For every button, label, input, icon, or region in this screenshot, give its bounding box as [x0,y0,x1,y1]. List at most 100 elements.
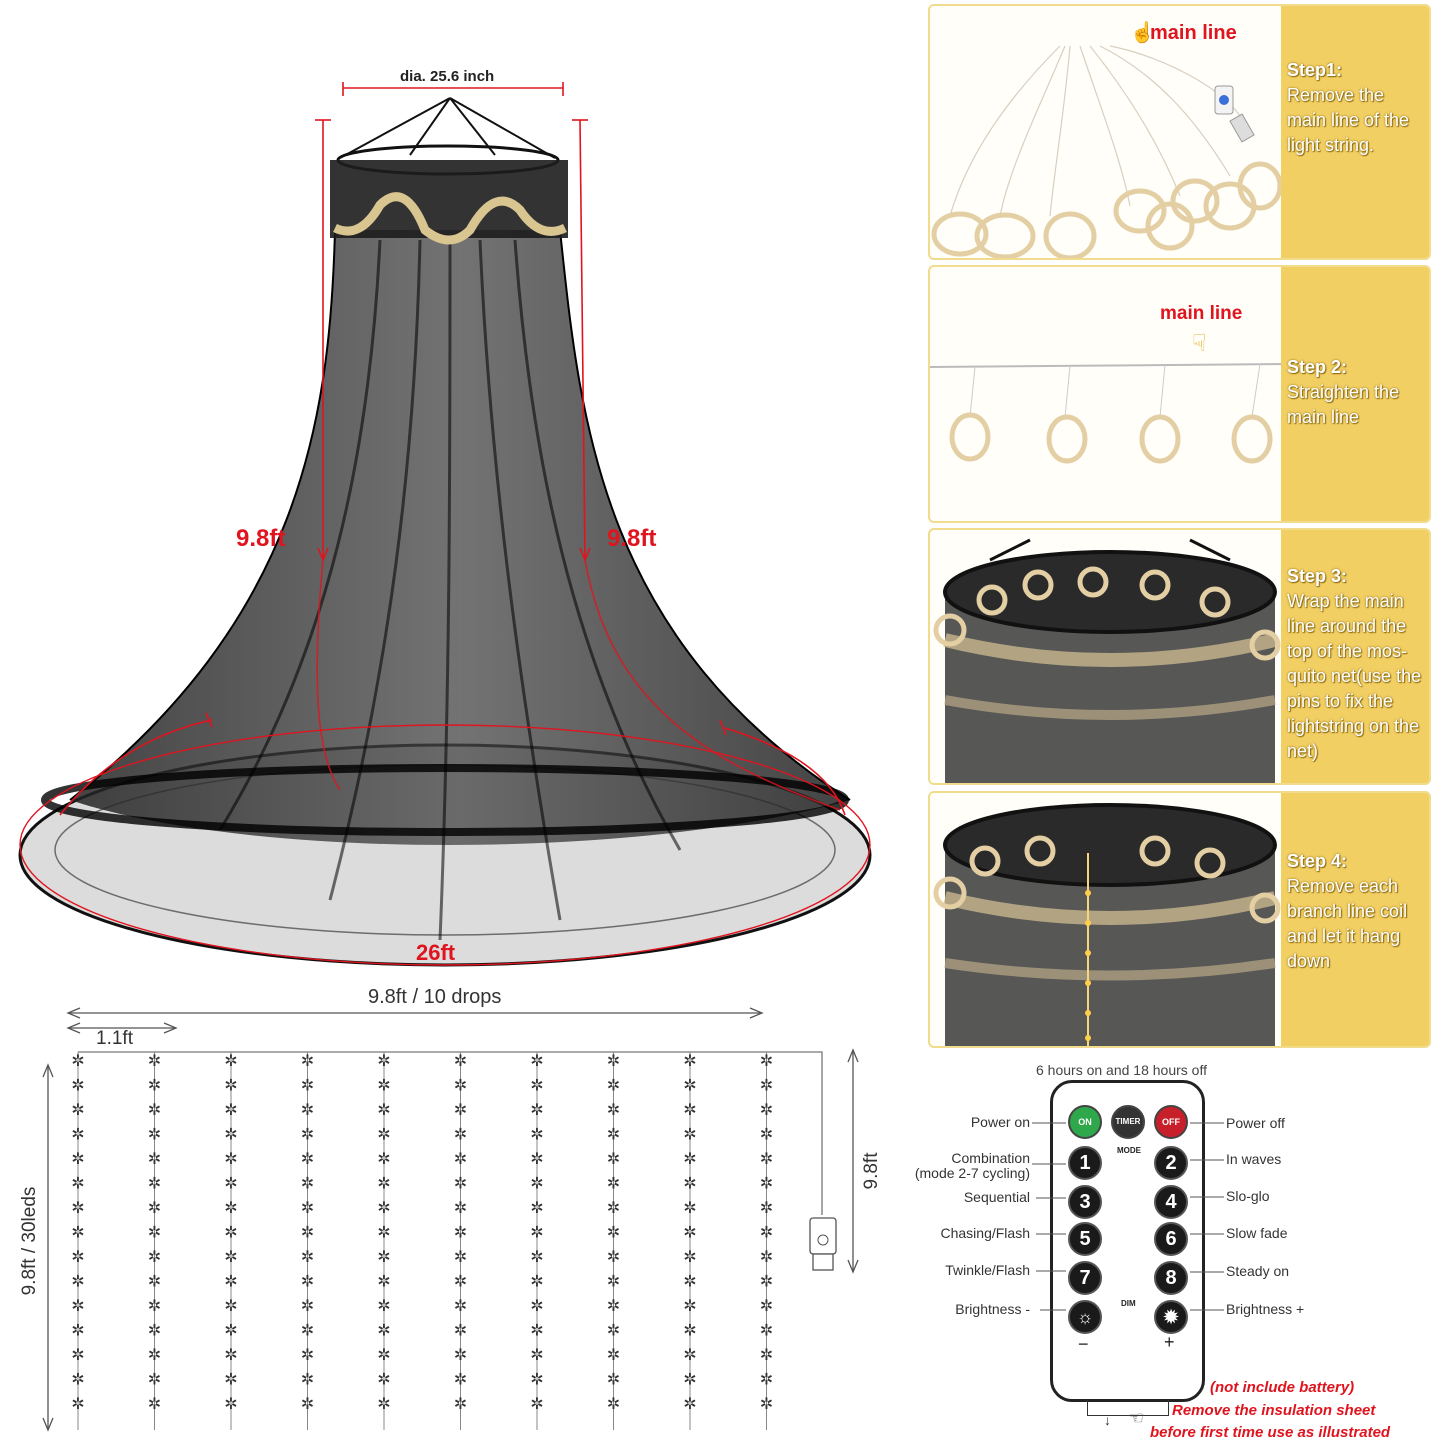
led-star-icon: ✲ [148,1225,161,1242]
mode-2-button[interactable]: 2 [1154,1146,1188,1180]
timer-button[interactable]: TIMER [1111,1105,1145,1139]
led-star-icon: ✲ [377,1151,390,1168]
step-4-description: Remove each branch line coil and let it … [1287,876,1408,971]
hanging-lines-image [933,803,1281,1046]
step-2-text: Step 2:Straighten the main line [1287,355,1425,430]
battery-note: (not include battery) [1210,1379,1355,1396]
led-star-icon: ✲ [454,1298,467,1315]
led-star-icon: ✲ [71,1078,84,1095]
led-star-icon: ✲ [148,1249,161,1266]
power-on-button[interactable]: ON [1068,1105,1102,1139]
led-star-icon: ✲ [71,1323,84,1340]
label-slo-glo: Slo-glo [1226,1188,1270,1204]
canopy-illustration [18,82,872,967]
mode-4-button[interactable]: 4 [1154,1185,1188,1219]
led-star-icon: ✲ [454,1347,467,1364]
canopy-diameter-label: dia. 25.6 inch [400,68,495,85]
led-star-icon: ✲ [301,1323,314,1340]
led-star-icon: ✲ [683,1396,696,1413]
led-star-icon: ✲ [683,1347,696,1364]
led-star-icon: ✲ [760,1225,773,1242]
led-star-icon: ✲ [71,1127,84,1144]
led-star-icon: ✲ [224,1176,237,1193]
led-star-icon: ✲ [683,1274,696,1291]
brightness-down-button[interactable]: ☼ [1068,1300,1102,1334]
led-star-icon: ✲ [454,1274,467,1291]
mode-7-button[interactable]: 7 [1068,1261,1102,1295]
led-star-icon: ✲ [683,1225,696,1242]
led-star-icon: ✲ [301,1151,314,1168]
led-star-icon: ✲ [224,1323,237,1340]
led-star-icon: ✲ [71,1102,84,1119]
led-star-icon: ✲ [760,1396,773,1413]
led-star-icon: ✲ [148,1127,161,1144]
led-star-icon: ✲ [71,1225,84,1242]
power-off-button[interactable]: OFF [1154,1105,1188,1139]
minus-sign: − [1078,1334,1089,1354]
led-star-icon: ✲ [607,1372,620,1389]
mode-8-button[interactable]: 8 [1154,1261,1188,1295]
led-star-icon: ✲ [607,1249,620,1266]
step-3-panel: Step 3:Wrap the main line around the top… [928,528,1431,785]
led-star-icon: ✲ [760,1372,773,1389]
label-chasing-flash: Chasing/Flash [940,1225,1031,1241]
led-star-icon: ✲ [71,1249,84,1266]
led-star-icon: ✲ [607,1225,620,1242]
led-star-icon: ✲ [530,1249,543,1266]
led-star-icon: ✲ [148,1274,161,1291]
led-star-icon: ✲ [224,1102,237,1119]
label-combination: Combination [951,1150,1030,1166]
remote-leader-lines [1032,1122,1224,1311]
led-star-icon: ✲ [148,1053,161,1070]
mode-1-button[interactable]: 1 [1068,1146,1102,1180]
brightness-up-button[interactable]: ✹ [1154,1300,1188,1334]
led-star-icon: ✲ [454,1225,467,1242]
led-star-icon: ✲ [301,1176,314,1193]
led-star-icon: ✲ [224,1396,237,1413]
led-star-icon: ✲ [530,1225,543,1242]
battery-tab [1087,1400,1169,1416]
step-2-panel: main line ☟ Step 2:Straighten the main l… [928,265,1431,523]
label-in-waves: In waves [1226,1151,1282,1167]
label-sequential: Sequential [963,1189,1030,1205]
led-star-icon: ✲ [760,1151,773,1168]
led-star-icon: ✲ [683,1323,696,1340]
led-star-icon: ✲ [530,1298,543,1315]
led-star-icon: ✲ [224,1249,237,1266]
mode-5-button[interactable]: 5 [1068,1222,1102,1256]
led-star-icon: ✲ [224,1225,237,1242]
led-star-icon: ✲ [301,1200,314,1217]
led-star-icon: ✲ [530,1396,543,1413]
led-star-icon: ✲ [530,1323,543,1340]
led-star-icon: ✲ [71,1372,84,1389]
mode-6-button[interactable]: 6 [1154,1222,1188,1256]
label-slow-fade: Slow fade [1226,1225,1288,1241]
led-star-icon: ✲ [301,1102,314,1119]
led-star-icon: ✲ [224,1298,237,1315]
led-star-icon: ✲ [530,1200,543,1217]
mode-3-button[interactable]: 3 [1068,1185,1102,1219]
led-star-icon: ✲ [683,1249,696,1266]
led-star-icon: ✲ [148,1396,161,1413]
led-star-icon: ✲ [301,1225,314,1242]
led-star-icon: ✲ [377,1200,390,1217]
led-star-icon: ✲ [224,1372,237,1389]
led-star-icon: ✲ [301,1396,314,1413]
led-star-icon: ✲ [683,1200,696,1217]
label-mode-cycling: (mode 2-7 cycling) [914,1165,1030,1181]
step-1-panel: ☝ main line Step1:Remove the main line o… [928,4,1431,260]
led-star-icon: ✲ [530,1151,543,1168]
led-star-icon: ✲ [148,1151,161,1168]
led-star-icon: ✲ [683,1053,696,1070]
insulation-note: Remove the insulation sheet [1172,1402,1376,1419]
led-star-icon: ✲ [148,1102,161,1119]
led-star-icon: ✲ [377,1176,390,1193]
step-3-description: Wrap the main line around the top of the… [1287,591,1422,761]
light-string-coils-image [931,45,1283,258]
led-star-icon: ✲ [224,1078,237,1095]
led-star-icon: ✲ [148,1176,161,1193]
step-2-marker: main line [1160,303,1243,324]
curtain-light-diagram: ✲ ✲ ✲ ✲ ✲ ✲ ✲ ✲ ✲ ✲ ✲ ✲ ✲ ✲ ✲ ✲ ✲ ✲ ✲ ✲ ✲ ✲ ✲ ✲ ✲ ✲ ✲ ✲ ✲ ✲ ✲ ✲ ✲ ✲ ✲ ✲ ✲ ✲ ✲ ✲… [42,1007,859,1432]
led-star-icon: ✲ [148,1078,161,1095]
step-1-title: Step1: [1287,60,1343,80]
